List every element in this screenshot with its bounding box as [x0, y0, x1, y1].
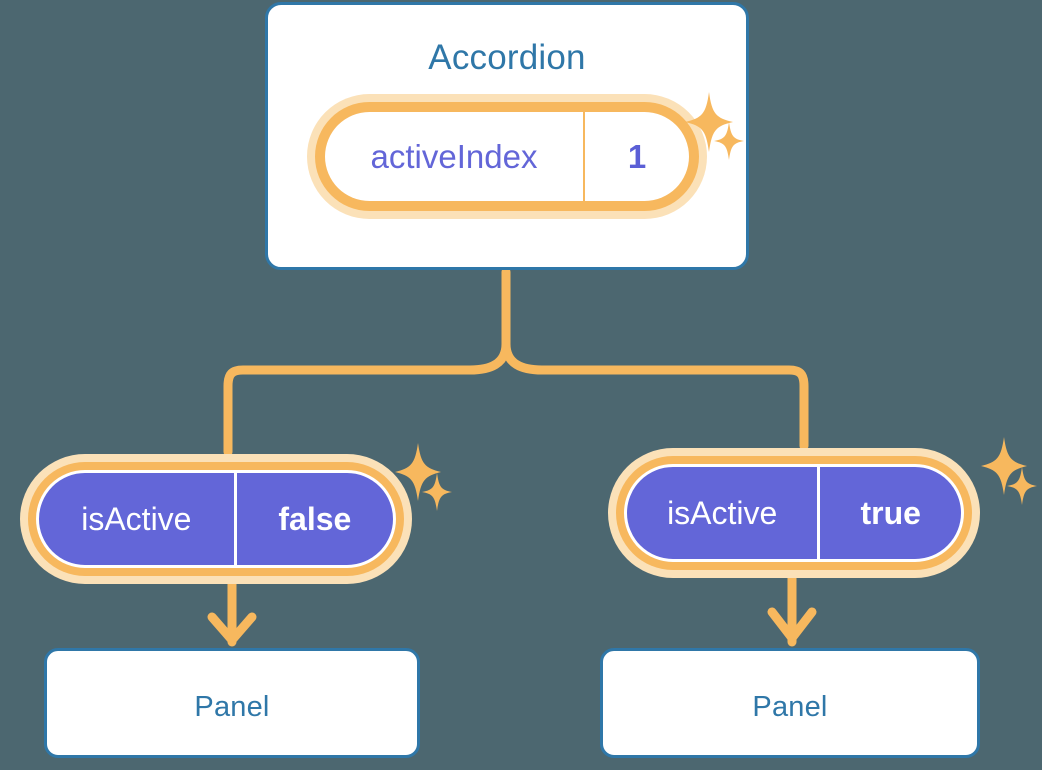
badge-body: isActive false: [36, 470, 396, 568]
panel-title: Panel: [752, 691, 828, 723]
sparkle-icon: [1007, 467, 1037, 505]
badge-value: 1: [583, 112, 689, 201]
panel-title: Panel: [194, 691, 270, 723]
badge-body: activeIndex 1: [325, 112, 689, 201]
prop-badge-isactive-left[interactable]: isActive false: [20, 454, 412, 584]
prop-badge-isactive-right[interactable]: isActive true: [608, 448, 980, 578]
connector-branch-right: [501, 339, 809, 451]
badge-key: activeIndex: [370, 137, 538, 175]
sparkle-icon: [422, 473, 452, 511]
arrow-left-head: [207, 612, 257, 645]
connector-branch-left: [223, 339, 511, 457]
page-title: Accordion: [428, 38, 586, 77]
badge-body: isActive true: [624, 464, 964, 562]
state-badge-activeindex[interactable]: activeIndex 1: [307, 94, 707, 219]
badge-key: isActive: [81, 500, 192, 537]
panel-node-left[interactable]: Panel: [44, 648, 420, 758]
arrow-right-head: [767, 607, 817, 643]
sparkle-icon: [981, 437, 1027, 495]
badge-value: true: [817, 467, 961, 559]
badge-key: isActive: [667, 494, 778, 531]
panel-node-right[interactable]: Panel: [600, 648, 980, 758]
badge-value: false: [233, 473, 393, 565]
